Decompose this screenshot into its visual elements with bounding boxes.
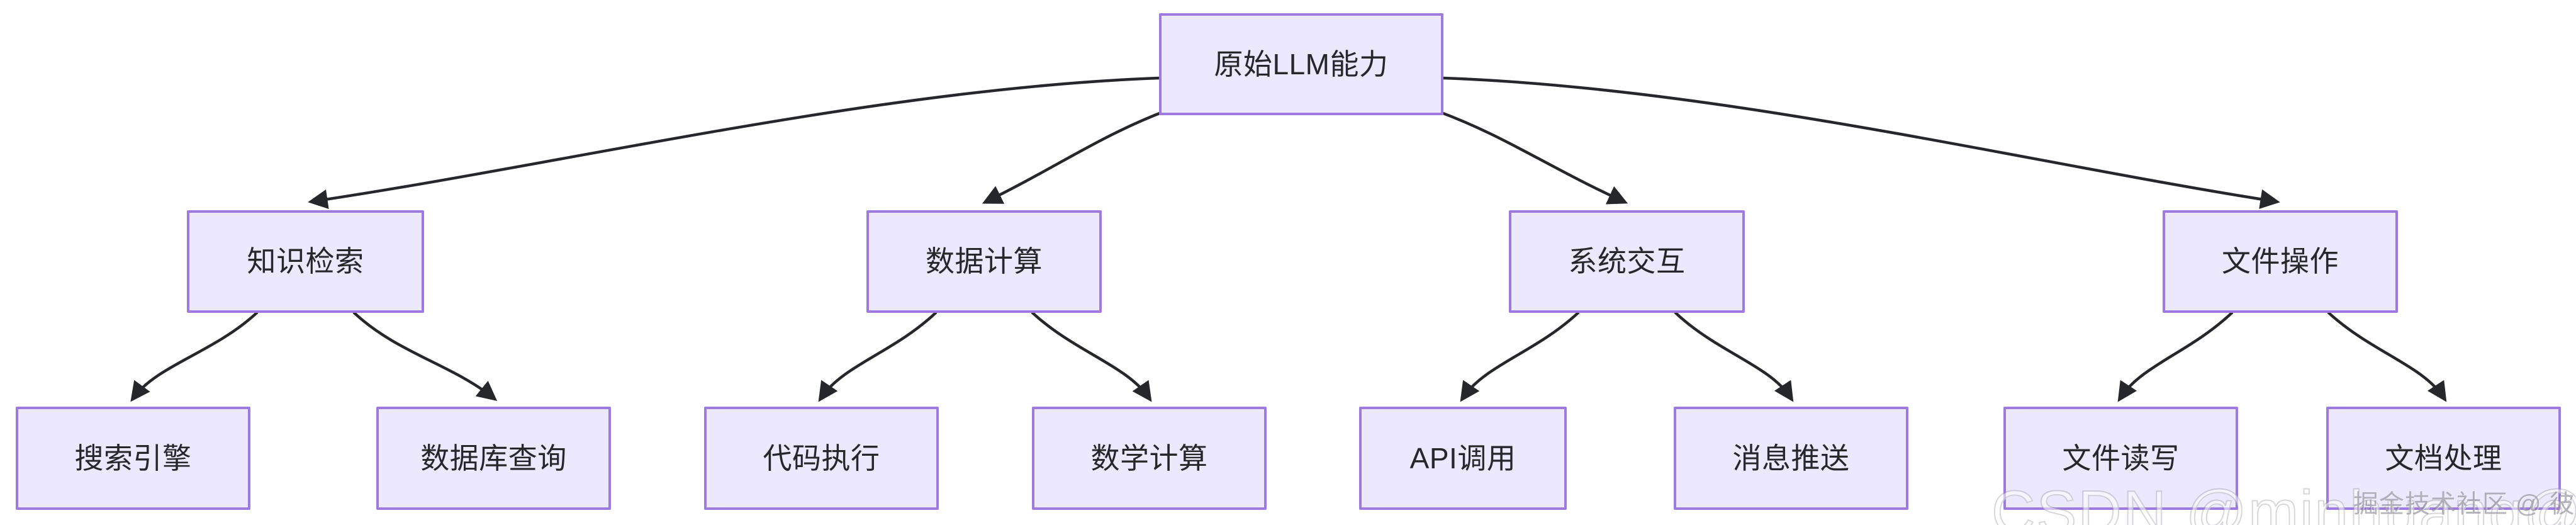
node-leaf-search-engine[interactable]: 搜索引擎 [16, 407, 250, 510]
node-label: 文档处理 [2385, 441, 2502, 475]
node-label: 原始LLM能力 [1214, 47, 1389, 81]
node-branch-data-compute[interactable]: 数据计算 [866, 210, 1102, 313]
node-label: API调用 [1409, 441, 1516, 475]
node-root[interactable]: 原始LLM能力 [1159, 13, 1443, 115]
edge-paths [130, 76, 2447, 402]
node-leaf-math-compute[interactable]: 数学计算 [1032, 407, 1267, 510]
node-label: 文件读写 [2062, 441, 2180, 475]
node-label: 代码执行 [763, 441, 880, 475]
node-label: 系统交互 [1568, 245, 1686, 278]
node-label: 数据库查询 [420, 441, 567, 475]
edge-root-data [982, 109, 1168, 204]
node-branch-system-interaction[interactable]: 系统交互 [1509, 210, 1745, 313]
edge-knowledge-search [130, 311, 259, 402]
edge-data-math [1031, 311, 1152, 402]
node-leaf-file-read-write[interactable]: 文件读写 [2003, 407, 2238, 510]
node-label: 文件操作 [2222, 245, 2339, 278]
node-leaf-message-push[interactable]: 消息推送 [1674, 407, 1908, 510]
node-label: 数据计算 [926, 245, 1043, 278]
edge-root-knowledge [308, 76, 1161, 210]
edge-file-document [2327, 311, 2447, 402]
node-branch-file-operation[interactable]: 文件操作 [2163, 210, 2398, 313]
node-branch-knowledge[interactable]: 知识检索 [187, 210, 424, 313]
edge-root-system [1435, 109, 1628, 205]
edge-file-readwrite [2117, 311, 2234, 402]
node-leaf-code-execution[interactable]: 代码执行 [704, 407, 939, 510]
edge-data-code [818, 311, 938, 402]
node-leaf-api-call[interactable]: API调用 [1359, 407, 1567, 510]
node-label: 知识检索 [247, 245, 364, 278]
edge-root-file [1442, 76, 2280, 209]
node-label: 数学计算 [1090, 441, 1208, 475]
node-leaf-document-processing[interactable]: 文档处理 [2326, 407, 2561, 510]
node-label: 消息推送 [1732, 441, 1850, 475]
edge-system-api [1460, 311, 1580, 402]
node-label: 搜索引擎 [74, 441, 192, 475]
node-leaf-database-query[interactable]: 数据库查询 [376, 407, 611, 510]
edge-system-message [1674, 311, 1794, 402]
edge-knowledge-database [352, 311, 498, 401]
